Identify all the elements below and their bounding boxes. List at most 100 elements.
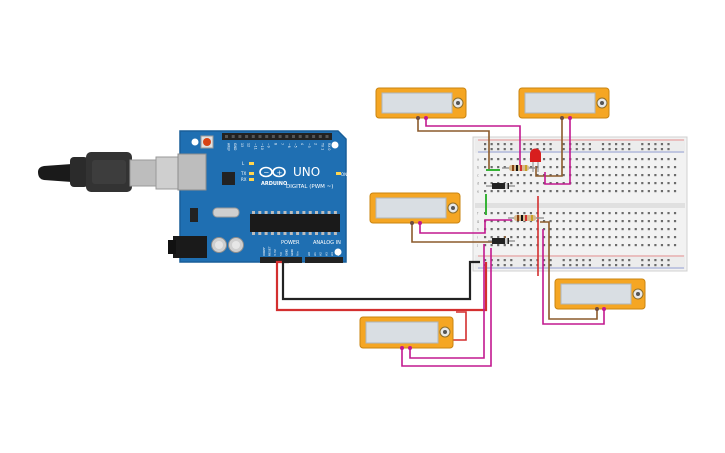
terminal-hole[interactable] — [497, 212, 500, 215]
terminal-hole[interactable] — [529, 166, 533, 169]
terminal-hole[interactable] — [628, 236, 631, 239]
rail-hole[interactable] — [654, 264, 657, 267]
terminal-hole[interactable] — [490, 190, 493, 193]
wire-magenta-mm3[interactable] — [419, 219, 512, 234]
terminal-hole[interactable] — [641, 228, 644, 231]
terminal-hole[interactable] — [490, 158, 493, 161]
terminal-hole[interactable] — [601, 190, 605, 193]
terminal-hole[interactable] — [673, 220, 677, 223]
rail-hole[interactable] — [510, 264, 513, 267]
rail-hole[interactable] — [621, 259, 624, 262]
rail-hole[interactable] — [601, 143, 605, 146]
wire-brown-mm5[interactable] — [401, 248, 492, 367]
terminal-hole[interactable] — [673, 174, 677, 177]
rail-hole[interactable] — [503, 259, 506, 262]
terminal-hole[interactable] — [654, 190, 657, 193]
terminal-hole[interactable] — [582, 228, 585, 231]
terminal-hole[interactable] — [595, 174, 598, 177]
rail-hole[interactable] — [497, 259, 500, 262]
multimeter-5[interactable] — [359, 316, 454, 350]
rail-hole[interactable] — [490, 143, 493, 146]
terminal-hole[interactable] — [654, 212, 657, 215]
terminal-hole[interactable] — [523, 158, 526, 161]
terminal-hole[interactable] — [556, 244, 559, 247]
terminal-hole[interactable] — [608, 220, 611, 223]
terminal-hole[interactable] — [562, 220, 565, 223]
rail-hole[interactable] — [529, 143, 533, 146]
terminal-hole[interactable] — [562, 228, 565, 231]
terminal-hole[interactable] — [647, 166, 650, 169]
rail-hole[interactable] — [588, 148, 591, 151]
terminal-hole[interactable] — [601, 244, 605, 247]
terminal-hole[interactable] — [503, 212, 506, 215]
terminal-hole[interactable] — [673, 166, 677, 169]
terminal-hole[interactable] — [516, 244, 519, 247]
terminal-hole[interactable] — [542, 190, 546, 193]
wire-black-gnd[interactable] — [281, 260, 480, 301]
terminal-hole[interactable] — [510, 174, 513, 177]
terminal-hole[interactable] — [595, 228, 598, 231]
terminal-hole[interactable] — [654, 166, 657, 169]
terminal-hole[interactable] — [516, 182, 519, 185]
terminal-hole[interactable] — [608, 182, 611, 185]
terminal-hole[interactable] — [549, 174, 552, 177]
terminal-hole[interactable] — [647, 228, 650, 231]
terminal-hole[interactable] — [608, 174, 611, 177]
terminal-hole[interactable] — [562, 236, 565, 239]
digital-pin[interactable] — [325, 135, 329, 138]
terminal-hole[interactable] — [516, 190, 519, 193]
rail-hole[interactable] — [628, 259, 631, 262]
terminal-hole[interactable] — [582, 236, 585, 239]
terminal-hole[interactable] — [673, 182, 677, 185]
terminal-hole[interactable] — [497, 166, 500, 169]
terminal-hole[interactable] — [615, 244, 618, 247]
rail-hole[interactable] — [582, 259, 585, 262]
terminal-hole[interactable] — [575, 228, 578, 231]
terminal-hole[interactable] — [562, 158, 565, 161]
rail-hole[interactable] — [510, 148, 513, 151]
terminal-hole[interactable] — [621, 236, 624, 239]
terminal-hole[interactable] — [562, 244, 565, 247]
terminal-hole[interactable] — [542, 158, 546, 161]
rail-hole[interactable] — [647, 259, 650, 262]
terminal-hole[interactable] — [490, 236, 493, 239]
digital-pin[interactable] — [285, 135, 289, 138]
terminal-hole[interactable] — [673, 212, 677, 215]
terminal-hole[interactable] — [654, 158, 657, 161]
terminal-hole[interactable] — [516, 236, 519, 239]
rail-hole[interactable] — [542, 264, 546, 267]
terminal-hole[interactable] — [667, 174, 670, 177]
rail-hole[interactable] — [575, 259, 578, 262]
terminal-hole[interactable] — [608, 212, 611, 215]
terminal-hole[interactable] — [575, 236, 578, 239]
terminal-hole[interactable] — [575, 212, 578, 215]
digital-pin[interactable] — [225, 135, 228, 138]
rail-hole[interactable] — [497, 264, 500, 267]
terminal-hole[interactable] — [510, 236, 513, 239]
terminal-hole[interactable] — [549, 220, 552, 223]
rail-hole[interactable] — [641, 143, 644, 146]
terminal-hole[interactable] — [523, 182, 526, 185]
terminal-hole[interactable] — [595, 220, 598, 223]
terminal-hole[interactable] — [595, 236, 598, 239]
terminal-hole[interactable] — [615, 236, 618, 239]
rail-hole[interactable] — [667, 259, 670, 262]
terminal-hole[interactable] — [497, 220, 500, 223]
terminal-hole[interactable] — [490, 166, 493, 169]
terminal-hole[interactable] — [634, 158, 637, 161]
terminal-hole[interactable] — [595, 190, 598, 193]
terminal-hole[interactable] — [608, 166, 611, 169]
terminal-hole[interactable] — [556, 166, 559, 169]
terminal-hole[interactable] — [490, 212, 493, 215]
terminal-hole[interactable] — [654, 182, 657, 185]
terminal-hole[interactable] — [523, 228, 526, 231]
rail-hole[interactable] — [601, 148, 605, 151]
digital-pin[interactable] — [245, 135, 249, 138]
terminal-hole[interactable] — [641, 166, 644, 169]
terminal-hole[interactable] — [615, 220, 618, 223]
rail-hole[interactable] — [601, 259, 605, 262]
terminal-hole[interactable] — [582, 212, 585, 215]
terminal-hole[interactable] — [647, 236, 650, 239]
rail-hole[interactable] — [529, 259, 533, 262]
wire-red-5v[interactable] — [275, 260, 488, 312]
